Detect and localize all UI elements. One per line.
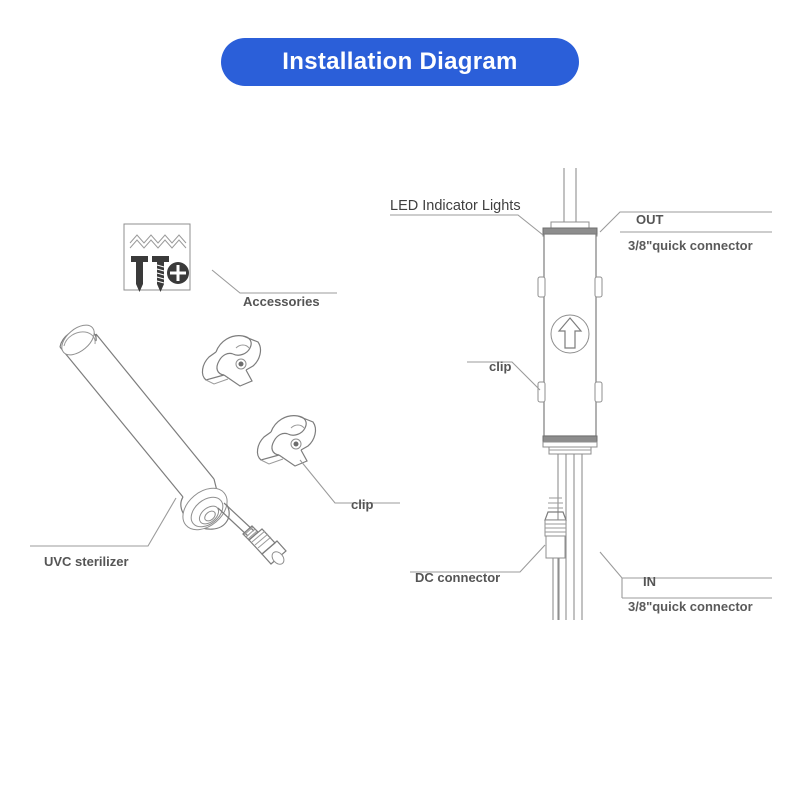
dc-connector-leader-line bbox=[410, 544, 546, 573]
in-leader-line bbox=[599, 551, 772, 599]
dc-barrel-plug-sterilizer bbox=[242, 525, 287, 565]
flow-direction-arrow-icon bbox=[550, 314, 590, 354]
label-clip-right: clip bbox=[489, 359, 512, 374]
mounting-clip-lower-drawing bbox=[256, 415, 317, 467]
housing-tab-lower-left bbox=[537, 381, 546, 403]
mounting-clip-upper-drawing bbox=[201, 335, 262, 387]
uvc-sterilizer-drawing bbox=[59, 324, 287, 565]
screw-head-icon bbox=[167, 262, 189, 284]
label-accessories: Accessories bbox=[243, 294, 320, 309]
label-out: OUT bbox=[636, 212, 664, 227]
label-in: IN bbox=[643, 574, 656, 589]
label-led-indicator-lights: LED Indicator Lights bbox=[390, 198, 521, 214]
out-leader-line bbox=[599, 211, 772, 233]
label-dc-connector: DC connector bbox=[415, 570, 501, 585]
label-clip-left: clip bbox=[351, 497, 374, 512]
accessories-leader-line bbox=[211, 269, 337, 294]
accessories-packet-icon bbox=[123, 223, 191, 292]
clip-left-leader-line bbox=[299, 459, 400, 504]
screw-icon-1 bbox=[131, 256, 148, 292]
housing-tab-upper-left bbox=[537, 276, 546, 298]
label-in-connector: 3/8"quick connector bbox=[628, 599, 753, 614]
page-title: Installation Diagram bbox=[282, 48, 518, 75]
page-title-banner: Installation Diagram bbox=[221, 38, 579, 86]
housing-tab-upper-right bbox=[594, 276, 603, 298]
dc-barrel-jack-housing bbox=[544, 497, 567, 620]
label-uvc-sterilizer: UVC sterilizer bbox=[44, 554, 129, 569]
led-lights-leader-line bbox=[390, 214, 544, 236]
screw-icon-2 bbox=[152, 256, 169, 292]
clip-right-leader-line bbox=[467, 361, 541, 391]
control-unit-drawing bbox=[537, 168, 603, 620]
label-out-connector: 3/8"quick connector bbox=[628, 238, 753, 253]
housing-tab-lower-right bbox=[594, 381, 603, 403]
uvc-sterilizer-leader-line bbox=[30, 497, 177, 547]
